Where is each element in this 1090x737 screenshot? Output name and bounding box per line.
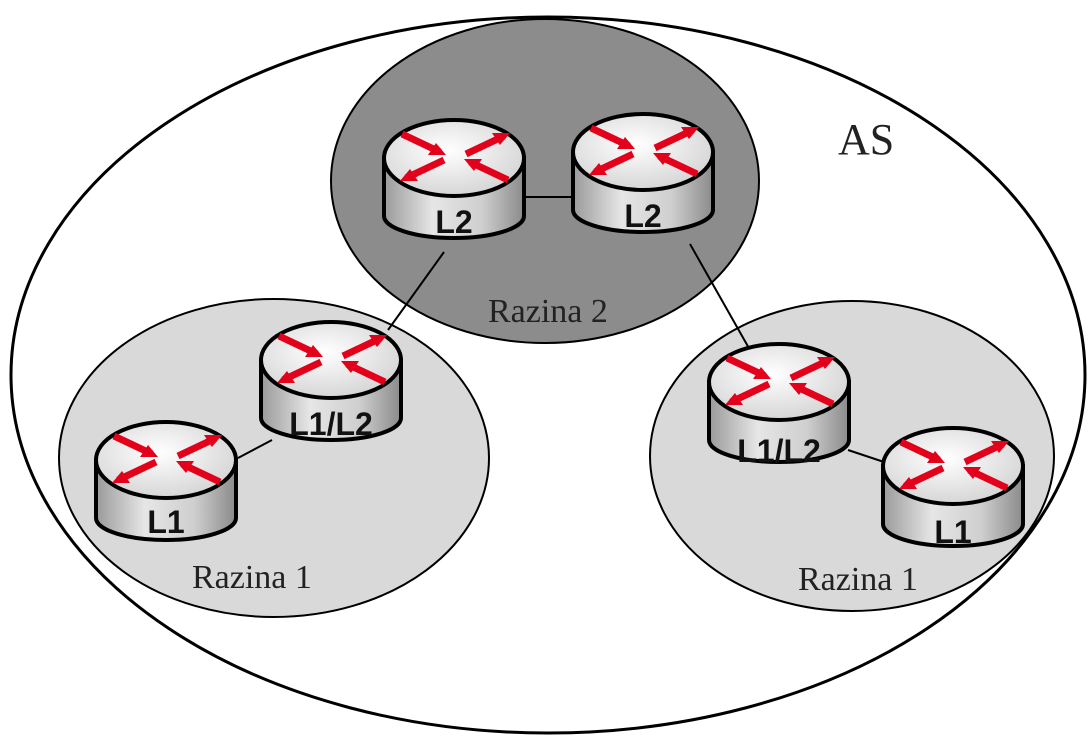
links xyxy=(237,196,885,463)
router-left-l1l2: L1/L2 xyxy=(261,322,401,442)
router-label: L2 xyxy=(435,204,472,240)
router-right-l1: L1 xyxy=(883,428,1023,550)
router-backbone-a: L2 xyxy=(384,120,524,240)
router-label: L1 xyxy=(147,504,184,540)
router-left-l1: L1 xyxy=(96,422,236,540)
area-label-right: Razina 1 xyxy=(798,561,918,598)
router-right-l1l2: L1/L2 xyxy=(709,344,849,469)
area-label-left: Razina 1 xyxy=(192,559,312,596)
area-label-backbone: Razina 2 xyxy=(488,293,608,330)
as-label: AS xyxy=(838,115,894,164)
router-label: L1/L2 xyxy=(289,406,373,442)
link-l1l2-left-to-l2a xyxy=(387,251,445,331)
link-l2b-to-l1l2-right xyxy=(689,243,751,351)
link-l1-to-l1l2-left xyxy=(237,439,273,459)
link-l1l2-right-to-l1 xyxy=(847,449,885,463)
router-label: L1 xyxy=(934,514,971,550)
router-label: L1/L2 xyxy=(737,433,821,469)
router-backbone-b: L2 xyxy=(573,114,713,234)
router-label: L2 xyxy=(624,198,661,234)
